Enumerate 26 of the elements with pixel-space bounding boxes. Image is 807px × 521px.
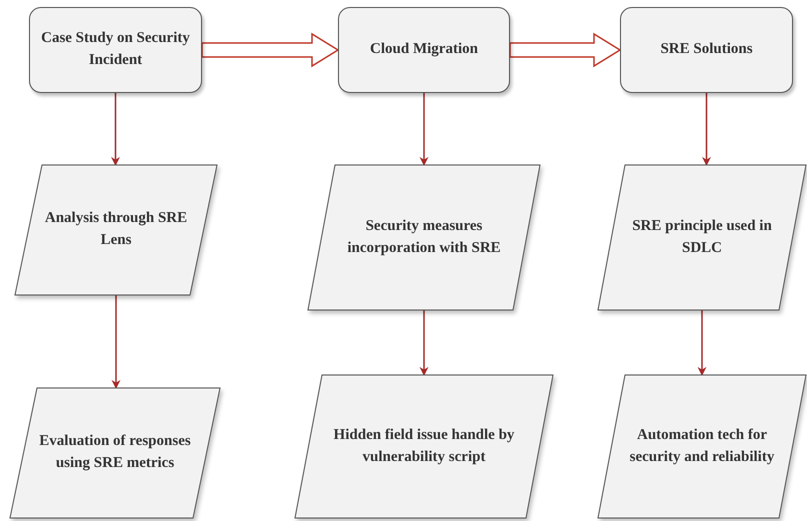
- arrow: [698, 310, 706, 376]
- node-label: Automation tech for security and reliability: [628, 426, 776, 466]
- node-label: Case Study on Security Incident: [40, 29, 191, 70]
- node-label: Analysis through SRE Lens: [44, 209, 188, 250]
- process-box: [29, 7, 202, 93]
- arrow: [420, 310, 428, 376]
- data-parallelogram: [15, 165, 217, 295]
- data-parallelogram: [10, 388, 220, 518]
- data-parallelogram: [308, 165, 540, 310]
- data-parallelogram: [598, 165, 806, 310]
- node-label: Security measures incorporation with SRE: [346, 216, 502, 258]
- data-parallelogram: [598, 375, 806, 518]
- arrow: [111, 93, 120, 166]
- node-label: SRE principle used in SDLC: [631, 216, 773, 258]
- node-label: Hidden field issue handle by vulnerability script: [332, 426, 516, 466]
- node-label: SRE Solutions: [660, 40, 753, 60]
- block-arrow: [509, 32, 622, 68]
- arrow: [112, 295, 120, 389]
- node-label: Cloud Migration: [370, 40, 478, 60]
- node-label: Evaluation of responses using SRE metrics: [38, 432, 192, 473]
- process-box: [338, 7, 510, 93]
- arrow: [702, 93, 711, 166]
- data-parallelogram: [295, 375, 553, 518]
- arrow: [420, 93, 428, 166]
- block-arrow: [201, 32, 340, 68]
- process-box: [620, 7, 793, 93]
